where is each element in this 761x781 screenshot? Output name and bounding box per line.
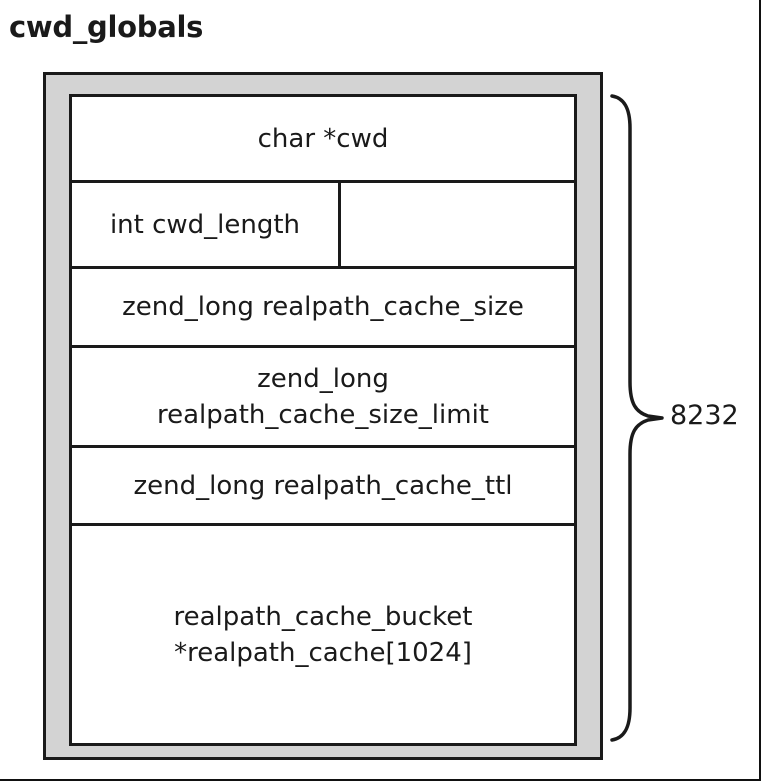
field-cwd-label: char *cwd [257,123,389,154]
field-cwd-length-row: int cwd_length [72,183,574,269]
field-cache-size-label: zend_long realpath_cache_size [122,292,524,322]
field-cache-size: zend_long realpath_cache_size [72,269,574,348]
field-cache-ttl: zend_long realpath_cache_ttl [72,448,574,526]
field-cache-size-limit-type: zend_long [257,363,389,394]
field-cache-bucket-type: realpath_cache_bucket [173,601,473,632]
field-cwd: char *cwd [72,97,574,183]
field-cache-size-limit: zend_long realpath_cache_size_limit [72,348,574,448]
diagram-title: cwd_globals [9,10,204,44]
field-cache-size-limit-name: realpath_cache_size_limit [157,399,489,430]
curly-brace-icon [610,94,664,742]
field-cwd-length: int cwd_length [72,183,341,266]
struct-size-label: 8232 [670,400,739,431]
struct-inner-box: char *cwd int cwd_length zend_long realp… [69,94,577,746]
padding-cell [341,183,574,266]
field-cache-bucket: realpath_cache_bucket *realpath_cache[10… [72,526,574,743]
field-cwd-length-label: int cwd_length [109,209,301,240]
field-cache-ttl-label: zend_long realpath_cache_ttl [133,470,513,501]
field-cache-bucket-name: *realpath_cache[1024] [174,637,472,668]
